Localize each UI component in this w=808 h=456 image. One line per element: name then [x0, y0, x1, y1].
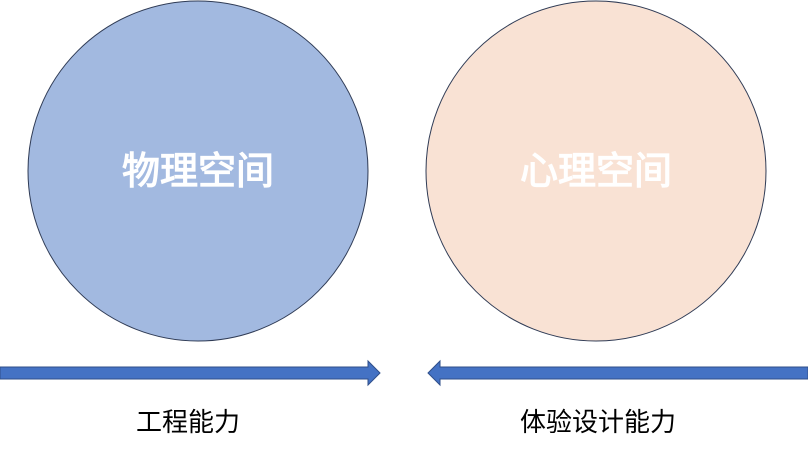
physical-space-label: 物理空间 — [122, 149, 274, 193]
engineering-capability-label: 工程能力 — [135, 408, 240, 438]
right-arrow — [0, 359, 381, 387]
psychological-space-circle — [425, 0, 767, 342]
psychological-space-label: 心理空间 — [520, 149, 672, 193]
experience-design-capability-label: 体验设计能力 — [519, 408, 676, 438]
left-arrow — [427, 359, 808, 387]
physical-space-circle — [27, 0, 369, 342]
